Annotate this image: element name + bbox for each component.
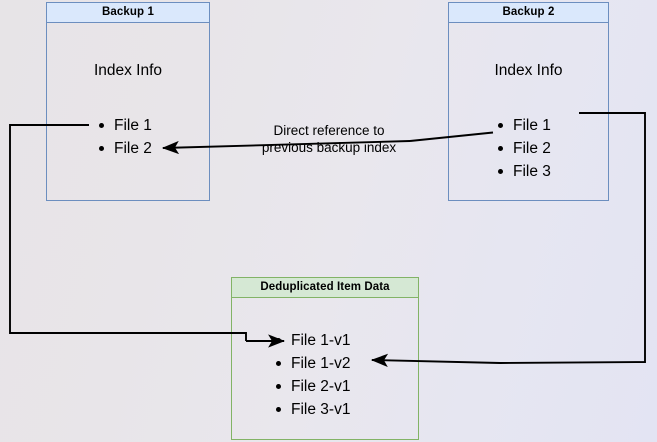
list-item: File 2: [496, 137, 551, 160]
edge-label-line-1: Direct reference to: [273, 123, 385, 138]
node-deduplicated-file-list: File 1-v1 File 1-v2 File 2-v1 File 3-v1: [274, 329, 350, 421]
edge-label-direct-reference: Direct reference to previous backup inde…: [249, 122, 409, 156]
edge-label-line-2: previous backup index: [261, 140, 397, 155]
list-item: File 1-v2: [274, 352, 350, 375]
node-backup-1-file-list: File 1 File 2: [97, 114, 152, 160]
node-deduplicated-item-data[interactable]: Deduplicated Item Data File 1-v1 File 1-…: [231, 277, 419, 440]
node-backup-1-index-label: Index Info: [93, 62, 163, 79]
list-item: File 3-v1: [274, 398, 350, 421]
node-backup-1[interactable]: Backup 1 Index Info File 1 File 2: [46, 2, 210, 201]
node-backup-1-header: Backup 1: [46, 2, 210, 23]
list-item: File 1-v1: [274, 329, 350, 352]
list-item: File 1: [496, 114, 551, 137]
node-deduplicated-item-data-header: Deduplicated Item Data: [231, 277, 419, 298]
node-backup-2-file-list: File 1 File 2 File 3: [496, 114, 551, 183]
list-item: File 2-v1: [274, 375, 350, 398]
node-backup-1-body: Index Info File 1 File 2: [46, 23, 210, 201]
node-backup-2-index-label: Index Info: [494, 62, 563, 79]
list-item: File 2: [97, 137, 152, 160]
node-backup-2[interactable]: Backup 2 Index Info File 1 File 2 File 3: [448, 2, 609, 201]
list-item: File 3: [496, 160, 551, 183]
node-backup-2-body: Index Info File 1 File 2 File 3: [448, 23, 609, 201]
node-backup-2-header: Backup 2: [448, 2, 609, 23]
node-deduplicated-item-data-body: File 1-v1 File 1-v2 File 2-v1 File 3-v1: [231, 298, 419, 440]
list-item: File 1: [97, 114, 152, 137]
